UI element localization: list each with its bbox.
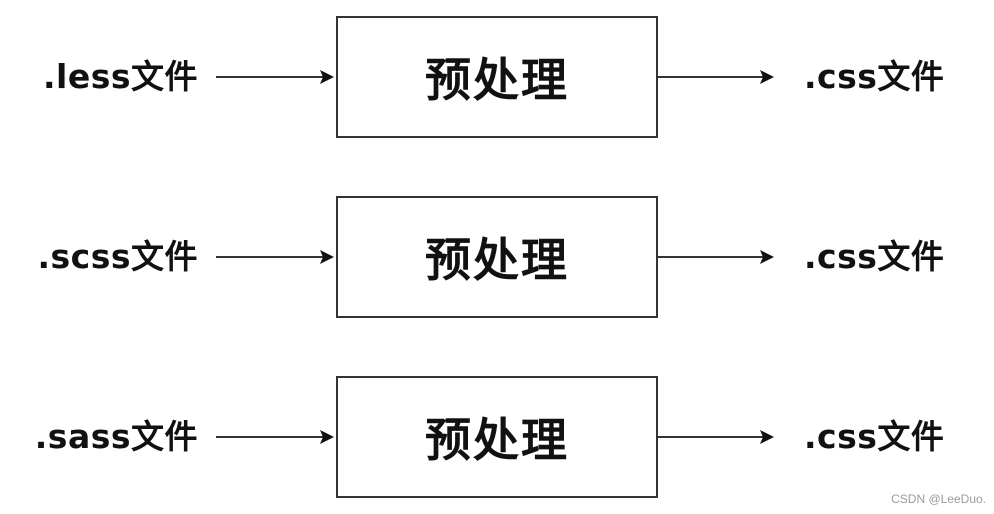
arrow-out-icon [656, 16, 778, 138]
arrow-out-icon [656, 196, 778, 318]
output-file-label: .css文件 [804, 417, 945, 456]
input-file-label: .scss文件 [0, 196, 212, 318]
input-file-label: .sass文件 [0, 376, 212, 498]
input-file-label: .less文件 [0, 16, 212, 138]
watermark-text: CSDN @LeeDuo. [891, 492, 986, 506]
arrow-out-icon [656, 376, 778, 498]
flow-row-scss: .scss文件 预处理 .css文件 [0, 196, 994, 318]
preprocess-box: 预处理 [336, 376, 658, 498]
input-file-text: .sass文件 [34, 417, 198, 456]
input-file-text: .less文件 [42, 57, 198, 96]
output-file-label: .css文件 [804, 237, 945, 276]
arrow-in-icon [216, 376, 336, 498]
input-file-text: .scss文件 [37, 237, 198, 276]
arrow-in-icon [216, 16, 336, 138]
preprocess-box: 预处理 [336, 16, 658, 138]
preprocess-box: 预处理 [336, 196, 658, 318]
arrow-in-icon [216, 196, 336, 318]
flow-row-less: .less文件 预处理 .css文件 [0, 16, 994, 138]
preprocess-label: 预处理 [425, 233, 569, 287]
flow-row-sass: .sass文件 预处理 .css文件 [0, 376, 994, 498]
preprocess-label: 预处理 [425, 413, 569, 467]
output-file-label: .css文件 [804, 57, 945, 96]
preprocess-label: 预处理 [425, 53, 569, 107]
